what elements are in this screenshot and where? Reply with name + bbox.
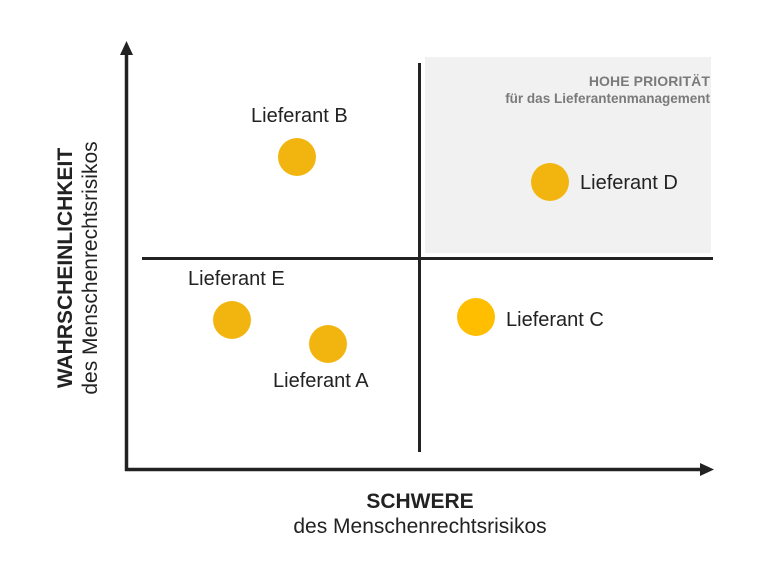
high-priority-label: HOHE PRIORITÄT für das Lieferantenmanage… <box>505 73 710 107</box>
x-axis-arrow-icon <box>700 463 714 476</box>
x-axis-title-sub: des Menschenrechtsrisikos <box>293 515 547 539</box>
marker-supplier-b <box>278 138 316 176</box>
high-priority-subtitle: für das Lieferantenmanagement <box>505 90 710 106</box>
marker-supplier-c <box>457 298 495 336</box>
y-axis-arrow-icon <box>120 41 133 55</box>
y-axis-title-sub: des Menschenrechtsrisikos <box>79 141 102 395</box>
marker-supplier-e <box>213 301 251 339</box>
x-axis-title: SCHWERE des Menschenrechtsrisikos <box>0 489 768 539</box>
marker-supplier-a <box>309 325 347 363</box>
high-priority-title: HOHE PRIORITÄT <box>588 73 710 89</box>
label-supplier-d: Lieferant D <box>580 172 678 194</box>
marker-supplier-d <box>531 163 569 201</box>
x-axis-title-main: SCHWERE <box>366 490 474 513</box>
y-axis-title-main: WAHRSCHEINLICHKEIT <box>53 147 77 389</box>
high-priority-box <box>425 57 711 253</box>
label-supplier-e: Lieferant E <box>188 268 285 290</box>
label-supplier-a: Lieferant A <box>273 370 369 392</box>
y-axis-title: WAHRSCHEINLICHKEIT des Menschenrechtsris… <box>53 103 103 433</box>
label-supplier-b: Lieferant B <box>251 105 348 127</box>
label-supplier-c: Lieferant C <box>506 309 604 331</box>
